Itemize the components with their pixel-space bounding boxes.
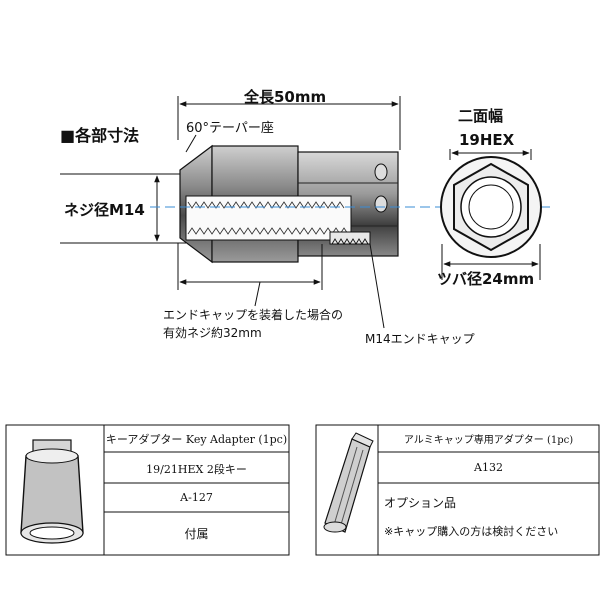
lug-nut-side-view [179, 134, 399, 264]
cap-adapter-name: アルミキャップ専用アダプター (1pc) [403, 435, 574, 446]
lug-nut-front-view [440, 149, 542, 280]
section-title: ■各部寸法 [60, 126, 140, 145]
effective-thread-value: 有効ネジ約32mm [163, 326, 262, 340]
overall-length-label: 全長50mm [244, 88, 327, 106]
cap-adapter-icon [323, 432, 374, 533]
end-cap-leader [369, 243, 385, 329]
key-adapter-status: 付属 [184, 527, 209, 541]
cap-adapter-part-number: A132 [474, 461, 503, 474]
cap-adapter-note: ※キャップ購入の方は検討ください [384, 525, 559, 538]
key-adapter-spec: 19/21HEX 2段キー [146, 463, 247, 476]
end-cap-label: M14エンドキャップ [365, 332, 475, 346]
flange-diameter-label: ツバ径24mm [437, 270, 535, 288]
hex-size-label: 二面幅 [458, 107, 504, 125]
key-adapter-part-number: A-127 [180, 491, 213, 504]
hex-size-value: 19HEX [459, 131, 515, 149]
cap-adapter-status: オプション品 [384, 496, 457, 510]
effective-thread-note: エンドキャップを装着した場合の [163, 308, 344, 322]
thread-diameter-label: ネジ径M14 [64, 201, 145, 219]
taper-seat-label: 60°テーパー座 [186, 121, 274, 136]
thread-diameter-dimension [60, 173, 186, 244]
overall-length-dimension [177, 96, 401, 150]
effective-thread-dimension [177, 243, 323, 307]
key-adapter-icon [20, 439, 84, 544]
key-adapter-name: キーアダプター Key Adapter (1pc) [105, 433, 288, 446]
